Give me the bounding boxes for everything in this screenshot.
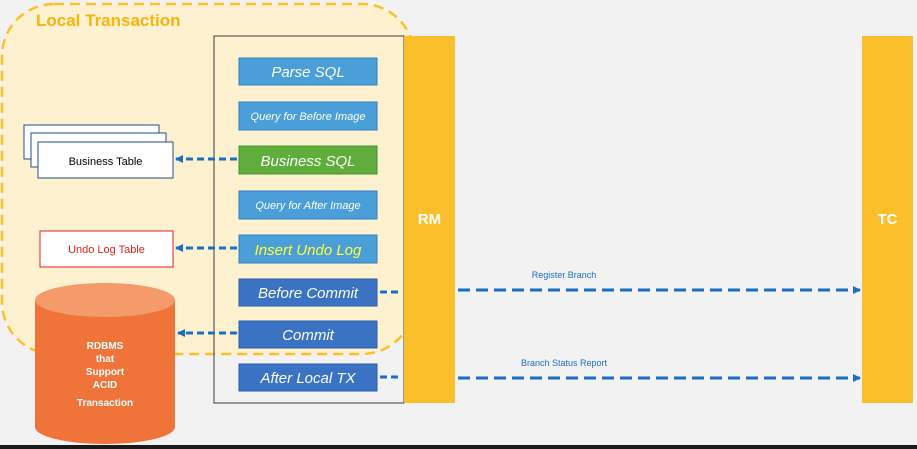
- step-after-image-box: [238, 190, 378, 220]
- step-business-sql-label: Business SQL: [260, 153, 355, 170]
- rm-bar: [404, 36, 455, 403]
- step-after-image-label: Query for After Image: [255, 200, 360, 212]
- undo-log-table-label: Undo Log Table: [68, 244, 145, 256]
- rdbms-line-2: that: [96, 354, 115, 365]
- step-before-image-box: [238, 101, 378, 131]
- rdbms-cylinder-body: [35, 300, 175, 444]
- business-table-label: Business Table: [69, 156, 143, 168]
- step-before-commit-box: [238, 278, 378, 307]
- branch-status-report-label: Branch Status Report: [521, 358, 608, 368]
- rdbms-cylinder-top: [35, 283, 175, 317]
- step-commit-box: [238, 320, 378, 349]
- rdbms-line-3: Support: [86, 367, 125, 378]
- local-transaction-title: Local Transaction: [36, 11, 181, 30]
- step-insert-undo-log-box: [238, 234, 378, 264]
- step-insert-undo-log-label: Insert Undo Log: [255, 242, 362, 259]
- step-before-commit-label: Before Commit: [258, 285, 359, 302]
- step-business-sql-box: [238, 145, 378, 175]
- step-parse-sql-label: Parse SQL: [271, 64, 344, 81]
- rdbms-line-5: Transaction: [77, 398, 133, 409]
- step-after-local-tx-box: [238, 363, 378, 392]
- tc-bar: [862, 36, 913, 403]
- tc-label: TC: [878, 211, 898, 228]
- rm-label: RM: [418, 211, 441, 228]
- step-after-local-tx-label: After Local TX: [259, 370, 356, 387]
- rdbms-line-4: ACID: [93, 380, 117, 391]
- step-commit-label: Commit: [282, 327, 334, 344]
- step-before-image-label: Query for Before Image: [251, 111, 366, 123]
- register-branch-label: Register Branch: [532, 270, 597, 280]
- step-parse-sql-box: [238, 57, 378, 86]
- rdbms-line-1: RDBMS: [87, 341, 124, 352]
- undo-log-table-box: [39, 230, 174, 268]
- business-table-box: [37, 141, 174, 179]
